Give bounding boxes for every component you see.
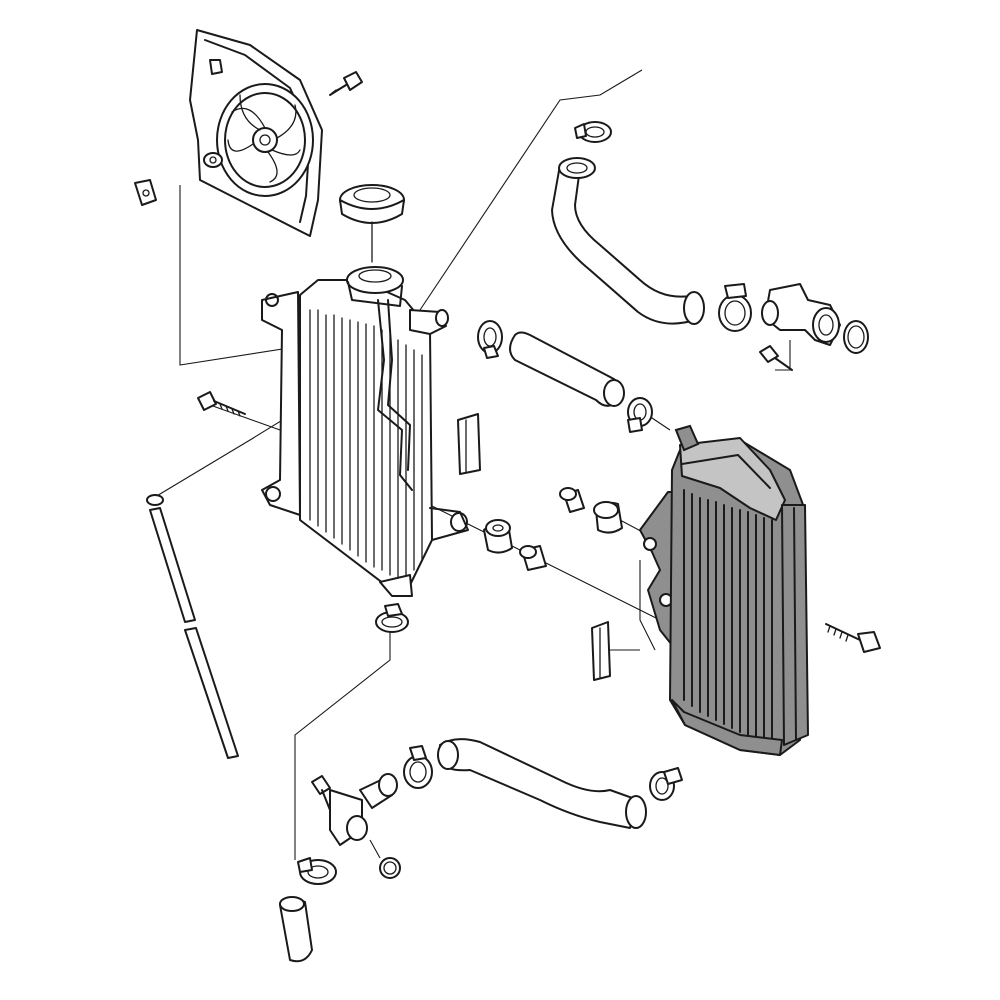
fan-hub xyxy=(252,127,278,153)
lower-hose-clamp xyxy=(403,745,433,789)
left-collar xyxy=(519,545,547,571)
breather-pipe xyxy=(377,299,413,491)
thermostat-housing xyxy=(761,283,869,354)
right-radiator-core-fins xyxy=(683,489,773,745)
thermostat-clamp xyxy=(718,283,752,332)
right-radiator-bolt xyxy=(825,623,881,653)
right-radiator-highlighted xyxy=(639,424,809,756)
radiator-cap xyxy=(339,184,405,263)
lower-left-clamp xyxy=(375,603,409,633)
side-bracket xyxy=(457,413,481,475)
bottom-hose-stub xyxy=(279,896,313,963)
filler-neck xyxy=(346,266,404,294)
fan-mounting-bolt xyxy=(329,71,363,96)
left-radiator xyxy=(261,266,481,597)
upper-hose-clamp xyxy=(574,121,612,143)
bottom-clamp xyxy=(297,857,337,885)
left-radiator-bolt xyxy=(197,391,246,417)
left-radiator-core-fins xyxy=(309,309,423,581)
thermostat-bolt xyxy=(759,345,793,371)
bottom-bracket-assembly xyxy=(311,773,398,846)
middle-hose xyxy=(509,331,625,407)
middle-hose-clamp xyxy=(477,320,503,359)
bottom-o-ring xyxy=(369,839,401,879)
left-grommet xyxy=(483,519,513,554)
clip-nut xyxy=(134,179,157,206)
overflow-hose xyxy=(149,507,239,759)
right-radiator-inlet-spout xyxy=(674,424,700,452)
small-clip xyxy=(146,494,164,506)
right-radiator-top-tank xyxy=(679,437,786,521)
right-collar xyxy=(559,487,585,513)
right-upper-hose-clamp xyxy=(627,397,653,433)
lower-side-bracket xyxy=(591,621,611,681)
right-grommet xyxy=(593,501,623,534)
lower-hose xyxy=(437,738,647,829)
fan-blades xyxy=(227,94,301,183)
right-lower-clamp xyxy=(649,767,683,801)
fan-mount-grommet xyxy=(203,152,223,168)
right-radiator-bottom-tank xyxy=(671,699,783,756)
upper-hose xyxy=(551,157,705,325)
cooling-fan-assembly xyxy=(189,29,323,237)
